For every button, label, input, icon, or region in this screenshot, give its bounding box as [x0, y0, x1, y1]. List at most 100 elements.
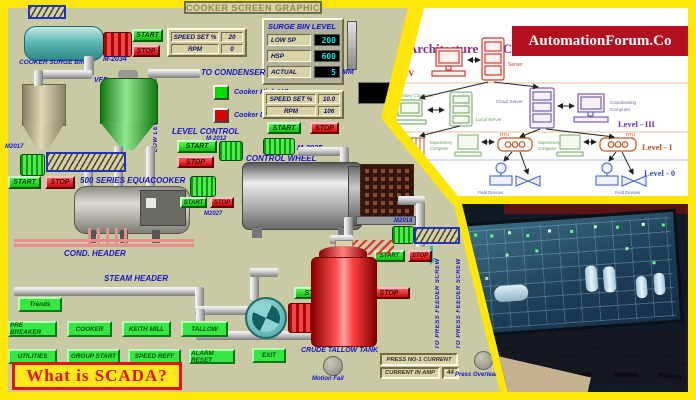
motion-fail-label: Motion Fail	[312, 376, 344, 382]
m2034-motor-icon	[103, 32, 132, 57]
m2018-screw-feeder	[414, 227, 460, 244]
monitor-screen	[553, 332, 600, 372]
pipe	[344, 217, 353, 241]
m2017-screw-conveyor	[46, 152, 126, 172]
cond-drop-pipe	[97, 228, 100, 246]
tallow-tank-dome	[319, 246, 367, 260]
cooker-high-lvl-indicator	[213, 85, 229, 100]
crude-tallow-tank	[311, 257, 377, 347]
drum-leg	[252, 228, 262, 238]
wall-screen-vessel	[653, 272, 666, 296]
cooker-vessel	[100, 78, 158, 124]
pipe	[34, 70, 43, 86]
cond-drop-pipe	[124, 228, 127, 246]
supervisory-computer-icon	[396, 99, 427, 125]
nav-tallow-button[interactable]: TALLOW	[181, 321, 228, 337]
m2034-start-button[interactable]: START	[132, 29, 163, 42]
supervisory-computer-label: Computer	[538, 146, 557, 151]
m2035-start-button[interactable]: START	[267, 122, 301, 134]
m2035-stop-button[interactable]: STOP	[310, 122, 339, 134]
surge-bin-level-title: SURGE BIN LEVEL	[268, 22, 336, 31]
m2012-start-button[interactable]: START	[177, 140, 217, 153]
surge-level-bar	[347, 21, 357, 70]
speed-set-label: SPEED SET %	[171, 32, 219, 42]
equacooker-leg	[88, 230, 96, 243]
nav-alarm-reset-button[interactable]: ALARM RESET	[189, 349, 235, 364]
pipe	[416, 203, 425, 247]
equacooker-leg	[152, 230, 160, 243]
m2012-stop-button[interactable]: STOP	[177, 156, 214, 168]
brick-condenser	[360, 164, 414, 218]
equacooker-control-box	[140, 190, 186, 226]
low-sp-label: LOW SP	[267, 34, 311, 46]
scada-architecture-diagram: Architecture of SCADA System AutomationF…	[396, 8, 688, 196]
monitor-screen	[604, 333, 649, 372]
supervisory-computer-label: Supervisory	[538, 140, 561, 145]
surge-bin-feeder-screw	[28, 5, 66, 19]
m2017-motor-icon	[20, 154, 45, 176]
m2018-stop-button[interactable]: STOP	[408, 250, 432, 262]
m2017-label: M2017	[5, 144, 24, 150]
nav-trends-button[interactable]: Trends	[18, 297, 62, 312]
cooker-surge-bin-tank	[24, 26, 104, 61]
rpm-value: 106	[318, 106, 340, 116]
wall-screen-status-dots	[474, 233, 478, 237]
nav-exit-button[interactable]: EXIT	[252, 348, 286, 363]
control-wheel-label: CONTROL WHEEL	[246, 154, 317, 163]
steam-header-label: STEAM HEADER	[104, 274, 169, 283]
pipe	[250, 268, 278, 277]
brand-banner: AutomationForum.Co	[512, 26, 688, 56]
pipe	[195, 287, 204, 315]
pipe	[84, 170, 93, 188]
pipe	[146, 146, 155, 188]
field-devices-label: Field Devices	[478, 190, 503, 195]
wall-screen-vessel	[584, 265, 599, 293]
main-server-icon	[481, 37, 505, 81]
pipe	[250, 268, 259, 300]
rtu-icon	[599, 137, 637, 152]
m2027-start-button[interactable]: START	[180, 197, 207, 208]
cond-drop-pipe	[115, 228, 118, 246]
equacooker-box-window	[146, 198, 156, 208]
server-label: Server	[508, 62, 523, 68]
control-wheel-drum	[242, 162, 362, 230]
pipe	[298, 147, 348, 156]
press-overload-indicator	[474, 351, 493, 370]
rtu-icon	[497, 137, 533, 152]
to-condenser-label: TO CONDENSER	[201, 68, 266, 77]
architecture-svg: Central Computer Server Level - IV Super…	[396, 37, 688, 195]
crude-tallow-tank-label: CRUDE TALLOW TANK	[301, 347, 379, 354]
nav-pre-breaker-button[interactable]: PRE BREAKER	[8, 321, 57, 337]
wall-screen-vessel	[493, 284, 529, 303]
m2027-stop-button[interactable]: STOP	[210, 197, 234, 208]
m2012-label: M-2012	[206, 136, 227, 142]
m2017-start-button[interactable]: START	[8, 176, 41, 189]
brick-condenser-tray	[356, 216, 416, 225]
cooker-lvl-indicator	[213, 108, 229, 123]
nav-cooker-button[interactable]: COOKER	[67, 321, 112, 337]
coordinating-computer-icon	[573, 93, 609, 123]
operator-monitor	[601, 330, 652, 385]
m2034-stop-button[interactable]: STOP	[132, 45, 160, 57]
monitor-stand	[657, 372, 683, 380]
to-press-feeder-screw-label: TO PRESS FEEDER SCREW	[456, 258, 462, 349]
speed-set-value: 20	[221, 32, 243, 42]
speed-panel-top: SPEED SET % 20 RPM 0	[167, 28, 247, 57]
hmi-title: COOKER SCREEN GRAPHIC	[186, 2, 321, 13]
monitor-stand	[612, 372, 639, 378]
supervisory-computer-icon	[454, 134, 482, 157]
rtu-label: RTU	[626, 132, 635, 137]
actual-label: ACTUAL	[267, 66, 311, 78]
nav-keith-mill-button[interactable]: KEITH MILL	[122, 321, 171, 337]
pipe	[330, 235, 353, 244]
m2017-stop-button[interactable]: STOP	[45, 176, 75, 189]
pump-fan-blades	[247, 299, 285, 337]
m2027-label: M2027	[204, 211, 223, 217]
cond-drop-pipe	[106, 228, 109, 246]
pipe	[398, 196, 425, 205]
rtu-label: RTU	[500, 132, 509, 137]
steam-header-pipe	[14, 287, 204, 296]
brand-banner-text: AutomationForum.Co	[528, 32, 672, 49]
motion-fail-indicator	[323, 356, 343, 376]
